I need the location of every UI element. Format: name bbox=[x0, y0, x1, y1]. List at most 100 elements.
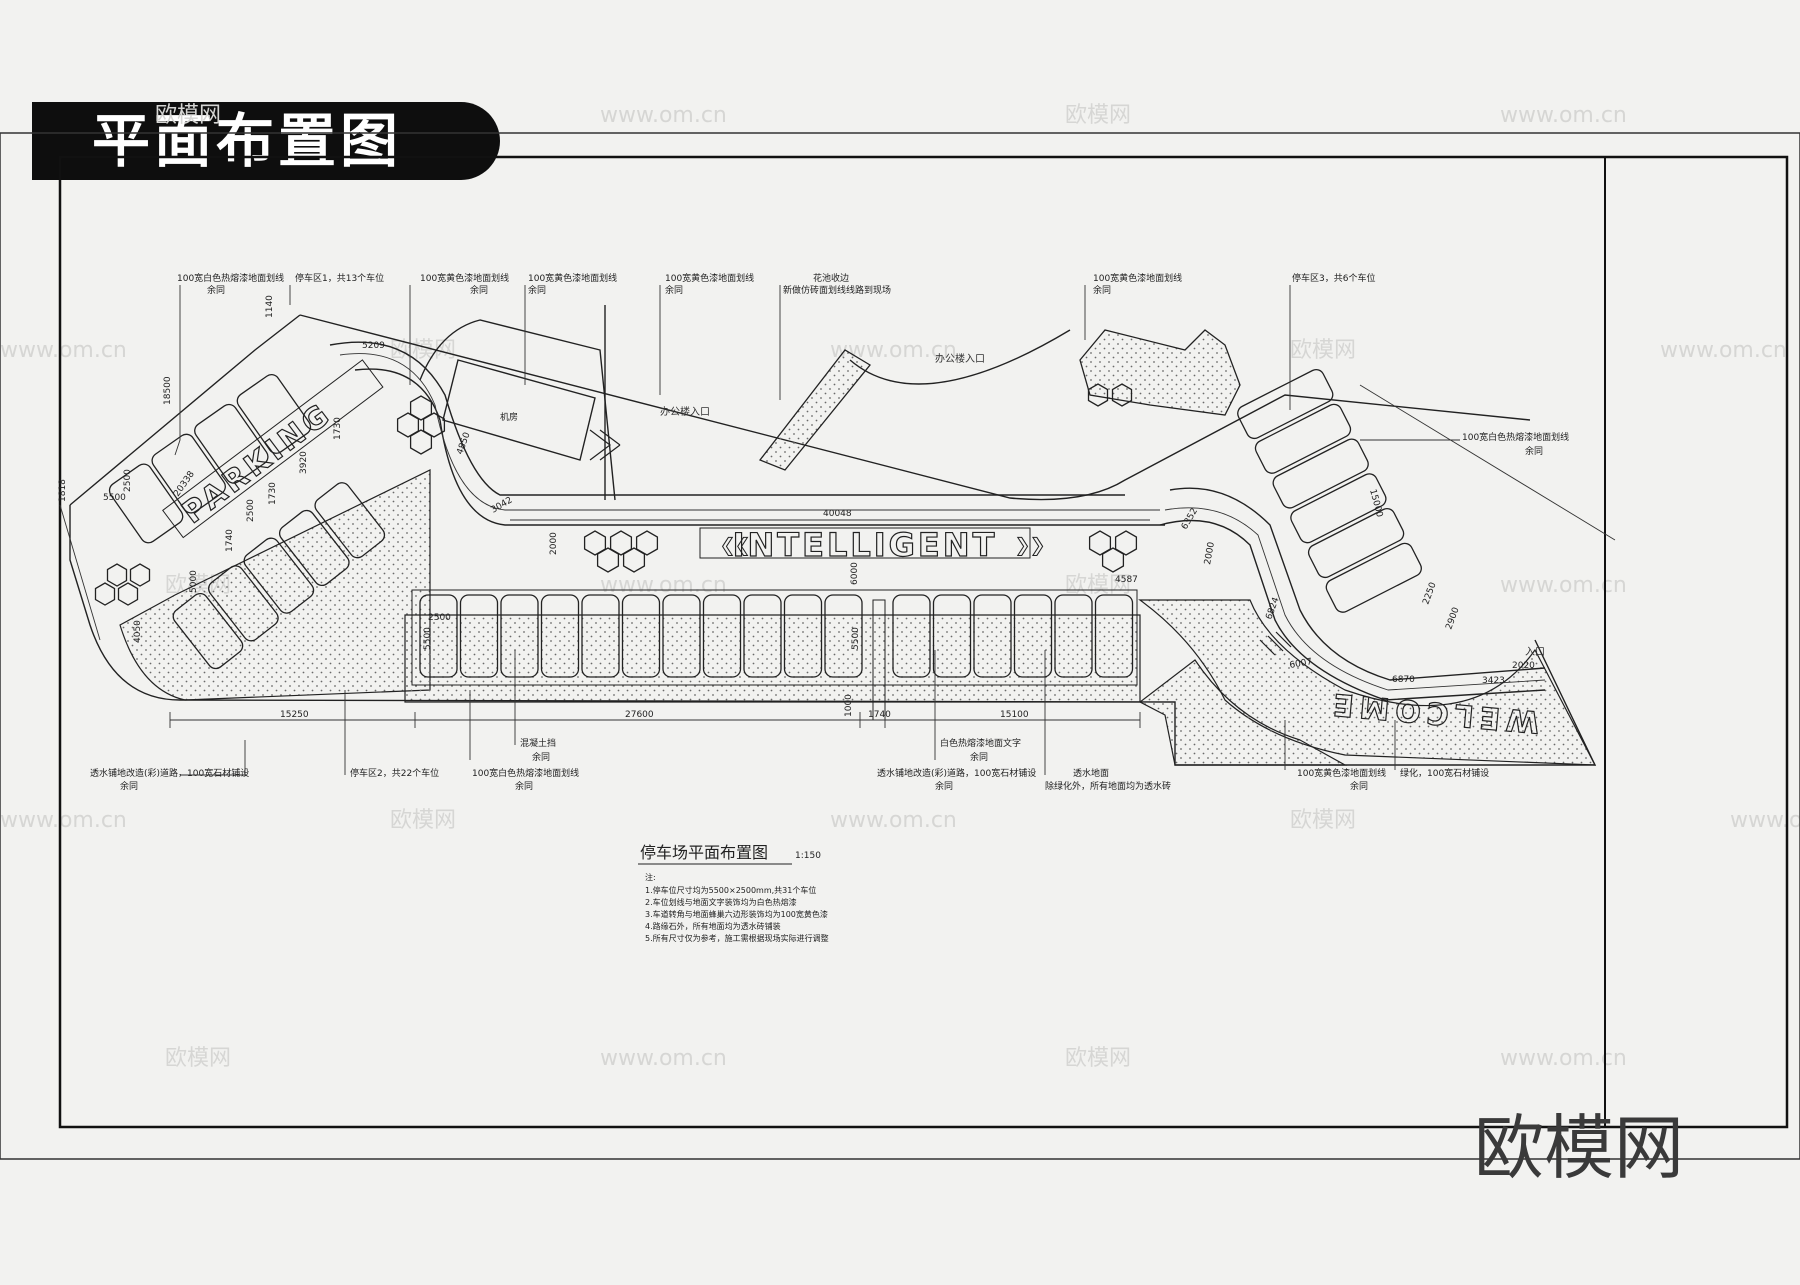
dim-1140: 1140 bbox=[265, 295, 275, 318]
callout-c2: 停车区1，共13个车位 bbox=[295, 272, 384, 284]
hexagon bbox=[1087, 383, 1109, 407]
hexagon bbox=[409, 395, 433, 421]
dim-2900: 2900 bbox=[1444, 606, 1461, 631]
watermark-url: www.om.cn bbox=[1500, 103, 1627, 128]
hexagon bbox=[583, 530, 607, 556]
parking-stall bbox=[1325, 542, 1422, 613]
parking-stall bbox=[108, 463, 184, 544]
dim-2500d: 2500 bbox=[246, 499, 256, 522]
watermark-url: www.om.cn bbox=[0, 338, 127, 363]
dim-6007: 6007 bbox=[1289, 657, 1313, 671]
parking-stall bbox=[194, 403, 269, 484]
inner-frame bbox=[58, 155, 1789, 1129]
machine-room: 机房 bbox=[442, 359, 596, 461]
hexagon bbox=[1111, 383, 1133, 407]
parking-stall bbox=[459, 594, 499, 678]
parking-stall bbox=[743, 594, 782, 678]
leader-lines bbox=[174, 285, 1460, 776]
hexagon bbox=[106, 563, 128, 587]
callout-c6: 花池收边 bbox=[813, 272, 849, 284]
callout-b6b: 余同 bbox=[935, 780, 953, 792]
parking-stall bbox=[1094, 594, 1134, 678]
callout-c9b: 余同 bbox=[1525, 445, 1543, 457]
hexagon bbox=[1114, 530, 1138, 556]
watermark-cn: 欧模网 bbox=[1065, 1046, 1131, 1071]
dim-27600: 27600 bbox=[625, 710, 654, 720]
dim-5500b: 5500 bbox=[851, 627, 861, 650]
parking-stall bbox=[236, 374, 312, 454]
hexagon bbox=[409, 429, 433, 455]
road-arrow-left: ❮❮ bbox=[720, 535, 750, 556]
dim-15000: 15000 bbox=[1367, 488, 1384, 519]
parking-stall bbox=[1254, 403, 1352, 474]
dim-2500c: 2500 bbox=[123, 469, 133, 492]
callout-b9: 绿化，100宽石材铺设 bbox=[1400, 767, 1489, 779]
parking-stall bbox=[419, 594, 458, 678]
parking-row-outline bbox=[411, 589, 1138, 686]
parking-row-right-group bbox=[1237, 368, 1422, 613]
dim-2250: 2250 bbox=[1421, 581, 1438, 606]
parking-row-left-group-2 bbox=[172, 482, 386, 670]
road-arrow-right: ❯❯ bbox=[1015, 535, 1045, 556]
plan-caption: 停车场平面布置图 1:150 注: 1.停车位尺寸均为5500×2500mm,共… bbox=[638, 843, 829, 943]
callout-c8: 停车区3，共6个车位 bbox=[1292, 272, 1375, 284]
title-banner bbox=[32, 102, 500, 180]
building-label-1: 办公楼入口 bbox=[660, 405, 710, 418]
plan-title: 停车场平面布置图 bbox=[640, 843, 768, 862]
note-1: 1.停车位尺寸均为5500×2500mm,共31个车位 bbox=[645, 885, 816, 895]
watermark-url: www.om.cn bbox=[1500, 573, 1627, 598]
hexagon bbox=[1101, 547, 1125, 573]
parking-stall bbox=[581, 594, 620, 678]
callout-c4: 100宽黄色漆地面划线 bbox=[528, 272, 617, 284]
callout-b4: 混凝土挡 bbox=[520, 737, 556, 749]
callout-b1: 透水铺地改造(彩)道路，100宽石材铺设 bbox=[90, 767, 249, 779]
parking-stall bbox=[932, 594, 972, 678]
road-edges bbox=[69, 305, 1597, 766]
dim-1740b: 1740 bbox=[225, 529, 235, 552]
dim-6824: 6824 bbox=[1264, 596, 1281, 621]
parking-stall bbox=[1272, 438, 1369, 509]
parking-stall bbox=[278, 509, 350, 587]
watermark-cn: 欧模网 bbox=[165, 1046, 231, 1071]
watermark-url: www.om.cn bbox=[600, 573, 727, 598]
dim-4050: 4050 bbox=[133, 620, 143, 643]
dim-1000: 1000 bbox=[844, 694, 854, 717]
hexagon bbox=[622, 547, 646, 573]
note-2: 2.车位划线与地面文字装饰均为白色热熔漆 bbox=[645, 897, 797, 907]
parking-stall bbox=[621, 594, 661, 678]
dim-2000a: 2000 bbox=[549, 532, 559, 555]
parking-stall bbox=[824, 594, 863, 678]
watermark-cn: 欧模网 bbox=[1065, 103, 1131, 128]
callout-c1b: 余同 bbox=[207, 284, 225, 296]
callout-b3b: 余同 bbox=[515, 780, 533, 792]
note-3: 3.车道转角与地面蜂巢六边形装饰均为100宽黄色漆 bbox=[645, 909, 828, 919]
watermark-url: www.om.cn bbox=[1500, 1046, 1627, 1071]
dim-1730a: 1730 bbox=[268, 482, 278, 505]
callout-c7: 100宽黄色漆地面划线 bbox=[1093, 272, 1182, 284]
building-label-2: 办公楼入口 bbox=[935, 352, 985, 365]
callout-c5: 100宽黄色漆地面划线 bbox=[665, 272, 754, 284]
parking-stall bbox=[172, 592, 244, 670]
callout-c3: 100宽黄色漆地面划线 bbox=[420, 272, 509, 284]
dim-40048: 40048 bbox=[823, 509, 852, 519]
watermark-url: www.om.cn bbox=[600, 1046, 727, 1071]
callout-c1: 100宽白色热熔漆地面划线 bbox=[177, 272, 284, 284]
callout-c6b: 新做仿砖面划线线路到现场 bbox=[783, 284, 891, 296]
planters bbox=[758, 329, 1241, 471]
parking-row-left-group bbox=[108, 374, 312, 544]
callout-b8: 100宽黄色漆地面划线 bbox=[1297, 767, 1386, 779]
callout-b5b: 余同 bbox=[970, 751, 988, 763]
callout-b7b: 除绿化外，所有地面均为透水砖 bbox=[1045, 780, 1171, 792]
road-text-top: INTELLIGENT bbox=[733, 526, 998, 564]
parking-row-right bbox=[1237, 368, 1422, 613]
parking-row-left bbox=[108, 374, 386, 670]
dim-5000: 5000 bbox=[189, 570, 199, 593]
hexagon bbox=[1088, 530, 1112, 556]
dim-5500a: 5500 bbox=[423, 627, 433, 650]
dim-5209: 5209 bbox=[362, 341, 385, 351]
chevron-markings bbox=[589, 429, 1292, 656]
dim-15250: 15250 bbox=[280, 710, 309, 720]
watermark-url: www.om.cn bbox=[1660, 338, 1787, 363]
parking-stall bbox=[973, 594, 1012, 678]
